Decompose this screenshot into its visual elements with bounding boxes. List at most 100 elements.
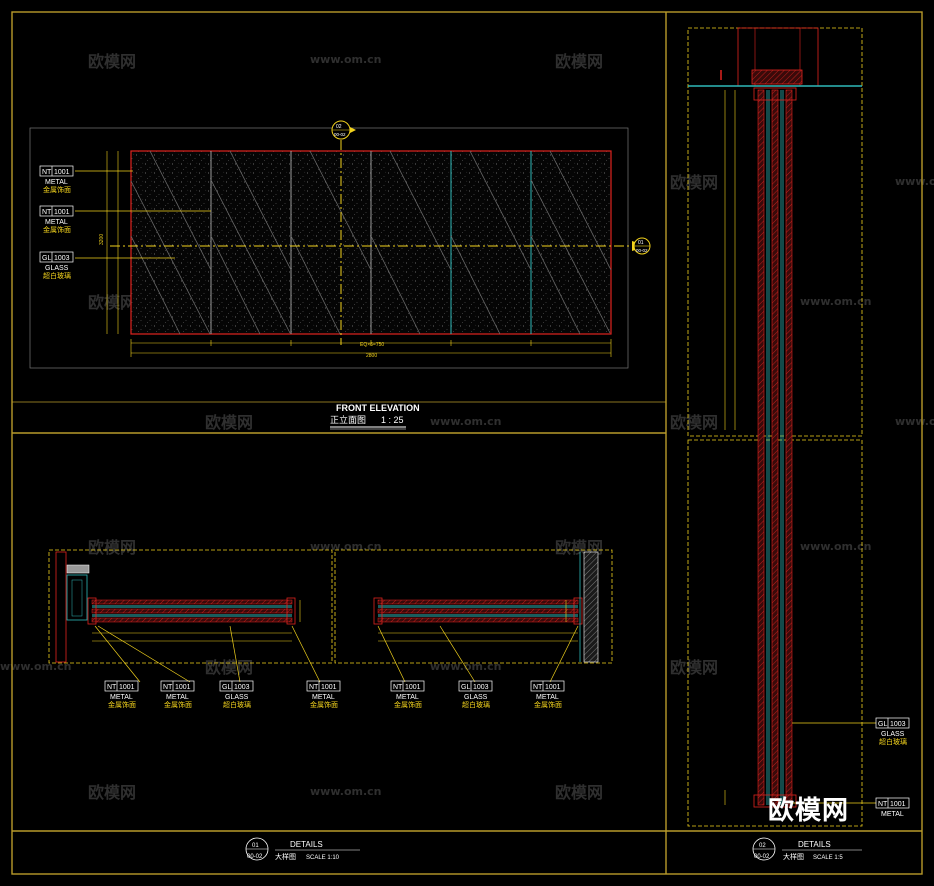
svg-text:金属饰面: 金属饰面: [108, 700, 136, 709]
svg-text:METAL: METAL: [396, 694, 419, 701]
svg-text:NT: NT: [533, 684, 543, 691]
svg-text:1001: 1001: [54, 209, 70, 216]
detail-num: 02: [759, 843, 766, 849]
svg-text:GL: GL: [42, 255, 51, 262]
svg-text:1003: 1003: [473, 684, 489, 691]
elevation-scale: 1 : 25: [381, 415, 404, 425]
watermark-url: www.om.cn: [430, 660, 502, 673]
material-tag: NT 1001 METAL 金属饰面: [390, 680, 425, 709]
detail-scale: SCALE 1:10: [306, 855, 340, 861]
watermark-text: 欧模网: [205, 658, 253, 677]
marker-num: 02: [336, 124, 342, 130]
detail-ref: 00-02: [247, 854, 263, 860]
brand-logo: 欧模网: [768, 796, 850, 826]
svg-text:超白玻璃: 超白玻璃: [462, 700, 490, 709]
svg-text:NT: NT: [878, 801, 888, 808]
svg-text:GL: GL: [878, 721, 887, 728]
svg-text:METAL: METAL: [110, 694, 133, 701]
watermark-url: www.om.cn: [895, 415, 934, 428]
svg-text:1003: 1003: [54, 255, 70, 262]
svg-text:1001: 1001: [321, 684, 337, 691]
marker-ref: 00-02: [636, 248, 648, 253]
material-tag: NT 1001 METAL 金属饰面: [39, 165, 74, 194]
svg-text:金属饰面: 金属饰面: [43, 225, 71, 234]
watermark-url: www.om.cn: [310, 53, 382, 66]
svg-text:NT: NT: [309, 684, 319, 691]
detail-01-title: 01 00-02 DETAILS 大样图 SCALE 1:10: [245, 837, 360, 861]
detail-ref: 00-02: [754, 854, 770, 860]
material-tag: NT 1001 METAL 金属饰面: [39, 205, 74, 234]
detail-02-title: 02 00-02 DETAILS 大样图 SCALE 1:5: [752, 837, 862, 861]
material-tag: GL 1003 GLASS 超白玻璃: [39, 251, 74, 280]
svg-text:METAL: METAL: [45, 219, 68, 226]
svg-text:NT: NT: [163, 684, 173, 691]
section-marker-top: 02 00-02: [331, 120, 356, 140]
svg-text:金属饰面: 金属饰面: [394, 700, 422, 709]
svg-text:NT: NT: [107, 684, 117, 691]
elevation-title: FRONT ELEVATION 正立面图 1 : 25: [330, 403, 420, 430]
watermark-text: 欧模网: [88, 538, 136, 557]
svg-text:1003: 1003: [234, 684, 250, 691]
svg-text:GL: GL: [461, 684, 470, 691]
svg-text:1003: 1003: [890, 721, 906, 728]
material-tag: NT 1001 METAL 金属饰面: [530, 680, 565, 709]
elevation-dim-height: 3200: [99, 234, 105, 245]
watermark-text: 欧模网: [670, 173, 718, 192]
watermark-text: 欧模网: [555, 52, 603, 71]
svg-text:METAL: METAL: [312, 694, 335, 701]
detail-title-en: DETAILS: [798, 840, 831, 849]
material-tag: NT 1001 METAL: [875, 797, 910, 818]
watermark-url: www.om.cn: [430, 415, 502, 428]
watermark-url: www.om.cn: [310, 540, 382, 553]
marker-num: 01: [638, 240, 644, 246]
svg-text:超白玻璃: 超白玻璃: [43, 271, 71, 280]
svg-text:金属饰面: 金属饰面: [534, 700, 562, 709]
detail-02: GL 1003 GLASS 超白玻璃 NT 1001 METAL 02 00-0…: [687, 27, 910, 861]
svg-text:NT: NT: [42, 209, 52, 216]
svg-text:超白玻璃: 超白玻璃: [223, 700, 251, 709]
material-tag: NT 1001 METAL 金属饰面: [160, 680, 195, 709]
watermark-url: www.om.cn: [895, 175, 934, 188]
svg-text:GLASS: GLASS: [225, 694, 249, 701]
detail-title-cn: 大样图: [783, 852, 804, 861]
material-tag: GL 1003 GLASS 超白玻璃: [219, 680, 254, 709]
watermark-text: 欧模网: [88, 52, 136, 71]
watermark-text: 欧模网: [88, 293, 136, 312]
svg-text:金属饰面: 金属饰面: [164, 700, 192, 709]
detail-01: NT 1001 METAL 金属饰面 NT 1001 METAL 金属饰面 GL…: [48, 549, 613, 861]
watermark-text: 欧模网: [205, 413, 253, 432]
elevation-title-en: FRONT ELEVATION: [336, 403, 420, 413]
svg-text:1001: 1001: [890, 801, 906, 808]
watermark-text: 欧模网: [670, 658, 718, 677]
material-tag: GL 1003 GLASS 超白玻璃: [458, 680, 493, 709]
svg-text:1001: 1001: [54, 169, 70, 176]
front-elevation: EQ×6=750 2800 3200 02 00-02 01 00-02 NT …: [29, 120, 651, 430]
svg-text:1001: 1001: [175, 684, 191, 691]
detail-title-cn: 大样图: [275, 852, 296, 861]
material-tag: NT 1001 METAL 金属饰面: [306, 680, 341, 709]
watermark-url: www.om.cn: [310, 785, 382, 798]
section-marker-right: 01 00-02: [632, 237, 651, 255]
material-tag: NT 1001 METAL 金属饰面: [104, 680, 139, 709]
svg-text:GLASS: GLASS: [881, 731, 905, 738]
elevation-dim-overall: 2800: [366, 353, 377, 359]
svg-text:METAL: METAL: [881, 811, 904, 818]
watermark-text: 欧模网: [670, 413, 718, 432]
svg-text:GLASS: GLASS: [45, 265, 69, 272]
svg-text:金属饰面: 金属饰面: [310, 700, 338, 709]
svg-text:NT: NT: [393, 684, 403, 691]
sheet-frame: [11, 11, 923, 875]
svg-text:1001: 1001: [405, 684, 421, 691]
detail-num: 01: [252, 843, 259, 849]
svg-text:METAL: METAL: [536, 694, 559, 701]
svg-text:METAL: METAL: [166, 694, 189, 701]
material-tag: GL 1003 GLASS 超白玻璃: [875, 717, 910, 746]
svg-text:NT: NT: [42, 169, 52, 176]
elevation-dim-eq: EQ×6=750: [360, 342, 384, 348]
marker-ref: 00-02: [334, 132, 346, 137]
svg-text:GL: GL: [222, 684, 231, 691]
svg-text:金属饰面: 金属饰面: [43, 185, 71, 194]
watermark-text: 欧模网: [88, 783, 136, 802]
svg-text:1001: 1001: [545, 684, 561, 691]
